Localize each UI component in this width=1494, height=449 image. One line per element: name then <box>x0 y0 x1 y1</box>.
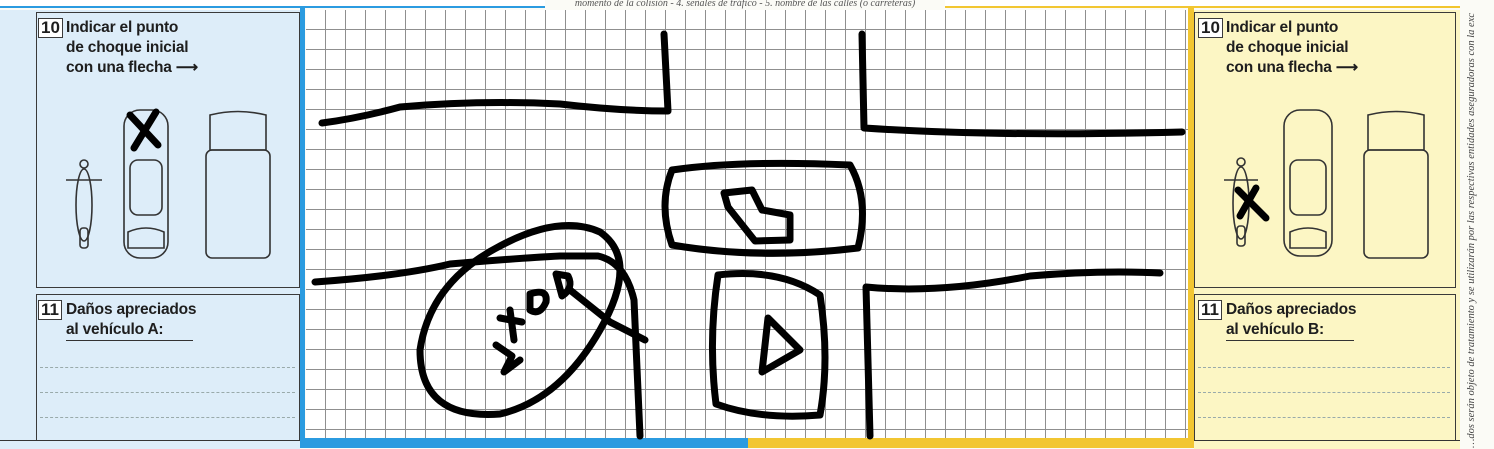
impact-mark-a <box>126 108 162 152</box>
vehicle-b-panel: 10 Indicar el punto de choque inicial co… <box>1194 10 1460 444</box>
sketch-legend: momento de la colisión - 4. señales de t… <box>574 0 916 9</box>
vehicle-a-sketch <box>708 270 829 420</box>
next-section-b <box>1194 440 1460 449</box>
damage-line[interactable] <box>1198 367 1450 368</box>
section-number: 10 <box>38 18 63 38</box>
impact-point-box-b <box>1194 12 1456 288</box>
title-line: Daños apreciados <box>1226 301 1357 318</box>
section-number: 10 <box>1198 18 1223 38</box>
truck-icon-b[interactable] <box>1363 110 1429 259</box>
car-icon-a[interactable] <box>123 109 169 259</box>
title-line: al vehículo B: <box>1226 320 1354 341</box>
top-border-a <box>0 0 545 8</box>
title-line: de choque inicial <box>1226 39 1349 56</box>
frame-b <box>1188 6 1194 448</box>
section-number: 11 <box>1198 300 1222 320</box>
stop-sign-sketch <box>416 222 649 418</box>
page-margin <box>1460 0 1494 448</box>
damage-line[interactable] <box>40 417 295 418</box>
road-edge-top-right <box>858 30 1186 138</box>
frame-a <box>300 6 305 448</box>
title-line: Indicar el punto <box>1226 19 1339 36</box>
impact-title-b: Indicar el punto de choque inicial con u… <box>1226 18 1456 78</box>
damage-line[interactable] <box>40 367 295 368</box>
vehicle-b-sketch <box>661 159 866 257</box>
impact-mark-b <box>1234 184 1270 222</box>
impact-point-box-a <box>36 12 300 288</box>
damage-title-a: Daños apreciados al vehículo A: <box>66 300 266 341</box>
title-line: al vehículo A: <box>66 320 194 341</box>
car-icon-b[interactable] <box>1283 109 1333 257</box>
title-line: con una flecha ⟶ <box>1226 59 1358 76</box>
title-line: Daños apreciados <box>66 301 197 318</box>
damage-line[interactable] <box>40 392 295 393</box>
road-edge-mid-right <box>862 268 1164 440</box>
damage-line[interactable] <box>1198 392 1450 393</box>
truck-icon-a[interactable] <box>205 110 271 259</box>
bottom-border-b <box>748 438 1194 448</box>
damage-line[interactable] <box>1198 417 1450 418</box>
top-border-b <box>945 0 1465 8</box>
title-line: de choque inicial <box>66 39 189 56</box>
motorcycle-icon-a[interactable] <box>66 159 102 249</box>
accident-sketch-grid[interactable] <box>306 10 1188 440</box>
road-edge-top-left <box>318 30 672 127</box>
title-line: con una flecha ⟶ <box>66 59 198 76</box>
impact-title-a: Indicar el punto de choque inicial con u… <box>66 18 296 78</box>
bottom-border-a <box>300 438 748 448</box>
title-line: Indicar el punto <box>66 19 179 36</box>
section-number: 11 <box>38 300 62 320</box>
next-section-a <box>0 440 300 449</box>
damage-title-b: Daños apreciados al vehículo B: <box>1226 300 1426 341</box>
vehicle-a-panel: 10 Indicar el punto de choque inicial co… <box>0 10 300 444</box>
